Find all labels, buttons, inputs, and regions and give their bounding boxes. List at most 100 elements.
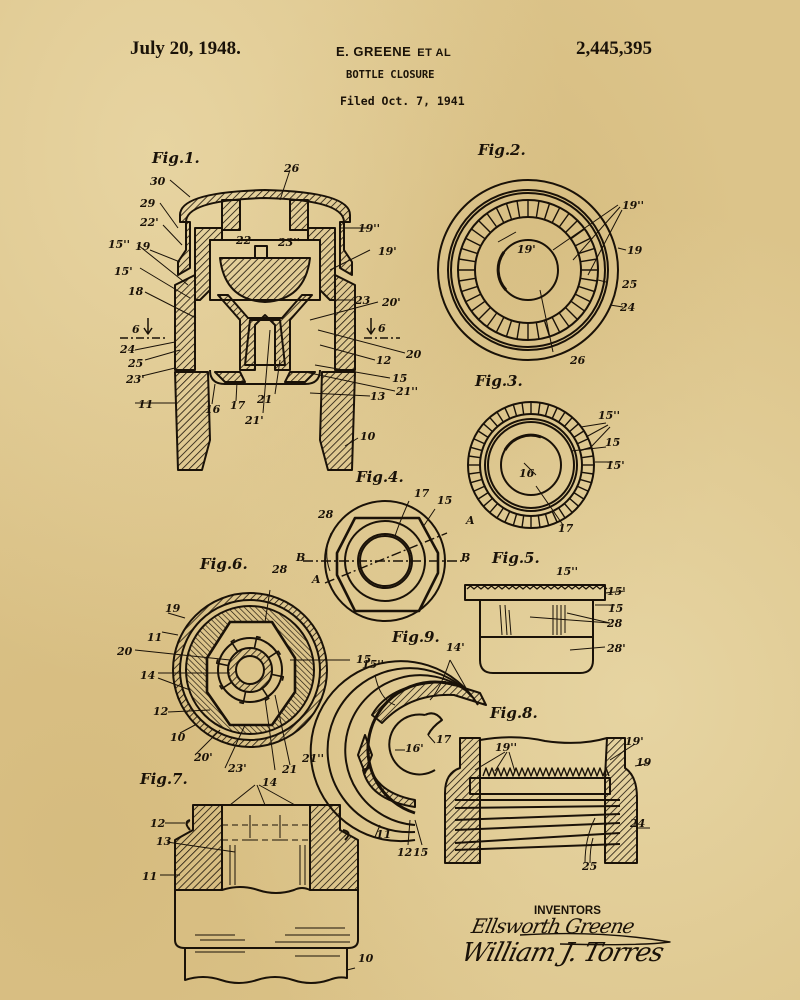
spoke [215,659,229,667]
filed-date: Filed Oct. 7, 1941 [340,94,465,108]
tooth-line [465,237,482,247]
tooth-line [573,492,585,500]
tooth-line [478,220,491,233]
ref-label: 11 [138,398,153,411]
ref-label: 29 [139,197,156,210]
ref-label: 14 [140,669,155,682]
ref-label: A [311,573,321,586]
fig6-labels: 28 19 11 20 14 12 10 20' 23' 21 21'' 15 [116,563,371,776]
ref-label: 21'' [395,385,418,398]
patent-number: 2,445,395 [576,38,652,59]
fig1-title: Fig.1. [151,149,200,167]
tooth-line [565,307,578,320]
ref-label: 28 [606,617,623,630]
tooth-line [579,478,592,484]
tooth-line [495,207,505,224]
ref-label: 19' [625,735,644,748]
ref-label: 19'' [622,199,644,212]
tooth-line [505,320,513,337]
ref-label: 21 [281,763,297,776]
ref-label: 6 [132,323,140,336]
tooth-line [516,322,521,340]
tooth-line [495,316,505,333]
fig3-title: Fig.3. [474,372,523,390]
signature-flourish [519,932,671,946]
spoke [239,691,247,705]
ref-label: 15 [413,846,428,859]
ref-label: 17 [558,522,574,535]
ref-label: 26 [283,162,300,175]
ref-label: 14 [262,776,277,789]
tooth-line [551,316,561,333]
tooth-line [537,515,541,528]
ref-label: 19 [627,244,643,257]
fig7-labels: 14 12 13 11 10 [142,776,374,965]
ref-label: 19' [517,243,536,256]
fig8-drawing [444,736,651,864]
ref-label: 20' [381,296,401,309]
fig9-labels: 15'' 14' 17 16' 11 12 15 [362,641,465,859]
tooth-line [468,455,481,459]
ref-label: 10 [358,952,374,965]
ref-label: 23' [125,373,145,386]
ref-label: 23' [227,762,247,775]
tooth-line [563,416,573,427]
tooth-line [516,200,521,218]
fig2-labels: 19'' 19' 19 25 24 26 [517,199,644,367]
tooth-line [461,247,478,255]
tooth-line [473,438,485,445]
figure-titles: Fig.1. Fig.2. Fig.3. Fig.4. Fig.5. Fig.6… [139,141,540,788]
tooth-line [570,228,586,240]
spoke [261,687,270,702]
ref-label: 21'' [301,752,324,765]
ref-label: 25 [127,357,143,370]
ref-label: 28' [606,642,626,655]
inventor-surname: E. GREENE [336,44,412,59]
tooth-line [482,423,493,433]
ref-label: 10 [360,430,376,443]
tooth-line [458,277,476,282]
ref-label: 20 [405,348,422,361]
tooth-line [504,407,511,419]
ref-label: 15 [608,602,623,615]
fig6-drawing [134,589,350,771]
tooth-line [578,247,595,255]
tooth-line [558,507,566,519]
tooth-line [535,200,540,218]
tooth-line [577,438,589,445]
fig5-title: Fig.5. [491,549,540,567]
tooth-line [563,503,573,514]
spoke [218,681,233,690]
tooth-line [482,497,493,507]
fig1-drawing [120,169,406,471]
fig8-title: Fig.8. [489,704,538,722]
et-al: ET AL [417,47,452,59]
tooth-line [574,293,591,303]
spoke [253,635,261,649]
ref-label: 23'' [277,236,300,249]
fig2-drawing [437,179,627,361]
tooth-line [558,212,570,228]
ref-label: 20' [193,751,213,764]
ref-label: 15 [437,494,452,507]
ref-label: 12 [397,846,413,859]
fig8-labels: 19'' 19' 19 24 25 [495,735,652,873]
fig9-drawing [309,659,487,846]
tooth-line [489,503,499,514]
ref-label: 12 [150,817,166,830]
ref-label: 15' [607,585,626,598]
tooth-line [573,430,585,438]
ref-label: 28 [317,508,334,521]
tooth-line [470,478,483,484]
tooth-line [581,455,594,459]
tooth-line [461,285,478,293]
fig2-title: Fig.2. [477,141,526,159]
tooth-line [478,307,491,320]
spoke [267,650,282,659]
tooth-line [470,446,483,452]
fig5-labels: 15'' 15' 15 28 28' [556,565,626,655]
ref-label: 15 [356,653,371,666]
tooth-line [551,207,561,224]
tooth-line [544,513,550,526]
ref-label: 25 [581,860,597,873]
